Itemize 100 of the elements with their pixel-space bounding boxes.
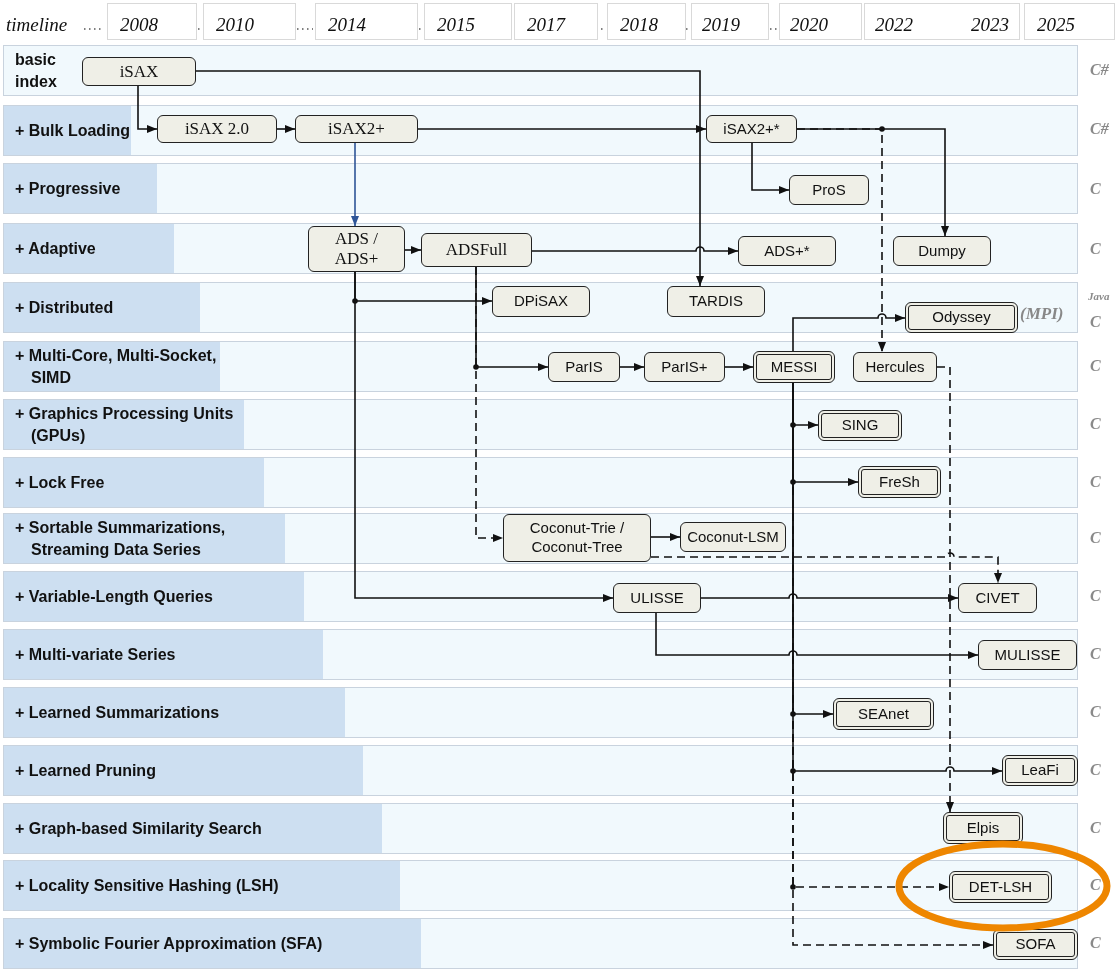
arrow bbox=[650, 533, 681, 541]
lane-band bbox=[3, 223, 1078, 274]
arrow bbox=[619, 363, 645, 371]
lane-title: + Graph-based Similarity Search bbox=[4, 804, 382, 853]
lane-title: + Locality Sensitive Hashing (LSH) bbox=[4, 861, 400, 910]
language-label: C bbox=[1090, 240, 1101, 258]
arrow bbox=[936, 366, 954, 813]
index-box: SING bbox=[818, 410, 902, 441]
lane-title: + Bulk Loading bbox=[4, 106, 131, 155]
language-label: C# bbox=[1090, 61, 1109, 79]
index-box: Coconut-Trie / Coconut-Tree bbox=[503, 514, 651, 562]
year-label: 2018 bbox=[620, 14, 658, 36]
year-label: 2008 bbox=[120, 14, 158, 36]
index-box: ULISSE bbox=[613, 583, 701, 613]
lane-band bbox=[3, 457, 1078, 508]
language-label: C bbox=[1090, 473, 1101, 491]
year-label: 2022 bbox=[875, 14, 913, 36]
arrow bbox=[195, 70, 704, 287]
index-box: CIVET bbox=[958, 583, 1037, 613]
index-box: ADS / ADS+ bbox=[308, 226, 405, 272]
lane-title: + Multi-variate Series bbox=[4, 630, 323, 679]
lane-title: + Graphics Processing Units (GPUs) bbox=[4, 400, 244, 449]
lane-band bbox=[3, 163, 1078, 214]
lane-band bbox=[3, 629, 1078, 680]
language-label: C bbox=[1090, 180, 1101, 198]
index-box: iSAX bbox=[82, 57, 196, 86]
lane-band bbox=[3, 803, 1078, 854]
language-label: C bbox=[1090, 529, 1101, 547]
language-label: C bbox=[1090, 313, 1101, 331]
lane-title: + Adaptive bbox=[4, 224, 174, 273]
index-box: iSAX2+ bbox=[295, 115, 418, 143]
arrow bbox=[724, 363, 754, 371]
index-box: ParIS bbox=[548, 352, 620, 382]
year-label: 2019 bbox=[702, 14, 740, 36]
lane-band bbox=[3, 513, 1078, 564]
language-label: C# bbox=[1090, 120, 1109, 138]
index-box: MULISSE bbox=[978, 640, 1077, 670]
year-label: 2014 bbox=[328, 14, 366, 36]
index-box: Elpis bbox=[943, 812, 1023, 844]
index-box: DPiSAX bbox=[492, 286, 590, 317]
arrow bbox=[655, 612, 979, 659]
index-box: iSAX 2.0 bbox=[157, 115, 277, 143]
index-box: Hercules bbox=[853, 352, 937, 382]
year-label: 2023 bbox=[971, 14, 1009, 36]
language-label: C bbox=[1090, 415, 1101, 433]
index-box: iSAX2+* bbox=[706, 115, 797, 143]
lane-title: + Progressive bbox=[4, 164, 157, 213]
index-box: FreSh bbox=[858, 466, 941, 498]
arrow bbox=[276, 125, 296, 133]
arrow bbox=[751, 142, 790, 194]
lane-title: + Symbolic Fourier Approximation (SFA) bbox=[4, 919, 421, 968]
year-label: 2020 bbox=[790, 14, 828, 36]
index-box: DET-LSH bbox=[949, 871, 1052, 903]
lane-band bbox=[3, 341, 1078, 392]
index-box: ParIS+ bbox=[644, 352, 725, 382]
arrow bbox=[351, 142, 359, 227]
index-box: SOFA bbox=[993, 929, 1078, 960]
arrow bbox=[475, 266, 504, 542]
index-box: LeaFi bbox=[1002, 755, 1078, 786]
index-box: Odyssey bbox=[905, 302, 1018, 333]
language-label: C bbox=[1090, 587, 1101, 605]
arrow bbox=[700, 593, 959, 602]
language-label: C bbox=[1090, 934, 1101, 952]
arrow bbox=[137, 85, 158, 133]
lane-title: + Learned Summarizations bbox=[4, 688, 345, 737]
lane-title: + Multi-Core, Multi-Socket, SIMD bbox=[4, 342, 220, 391]
index-box: Coconut-LSM bbox=[680, 522, 786, 552]
lane-band bbox=[3, 745, 1078, 796]
lane-band bbox=[3, 687, 1078, 738]
language-label: C bbox=[1090, 819, 1101, 837]
lane-title: + Distributed bbox=[4, 283, 200, 332]
arrow bbox=[531, 246, 739, 255]
lane-band bbox=[3, 105, 1078, 156]
index-box: ProS bbox=[789, 175, 869, 205]
platform-note: (MPI) bbox=[1020, 304, 1064, 324]
index-box: TARDIS bbox=[667, 286, 765, 317]
language-label: C bbox=[1090, 645, 1101, 663]
index-box: Dumpy bbox=[893, 236, 991, 266]
index-box: SEAnet bbox=[833, 698, 934, 730]
arrow bbox=[404, 246, 422, 254]
lane-band bbox=[3, 860, 1078, 911]
arrow bbox=[650, 552, 1002, 584]
lane-title: + Learned Pruning bbox=[4, 746, 363, 795]
language-label: C bbox=[1090, 876, 1101, 894]
arrow bbox=[417, 125, 707, 133]
lane-band bbox=[3, 918, 1078, 969]
language-label: C bbox=[1090, 703, 1101, 721]
year-label: 2015 bbox=[437, 14, 475, 36]
lane-band bbox=[3, 45, 1078, 96]
lane-title: basic index bbox=[14, 49, 58, 92]
lane-title: + Variable-Length Queries bbox=[4, 572, 304, 621]
lane-band bbox=[3, 399, 1078, 450]
year-label: 2010 bbox=[216, 14, 254, 36]
lane-title: + Lock Free bbox=[4, 458, 264, 507]
arrow bbox=[792, 313, 906, 352]
language-label: Java bbox=[1088, 290, 1110, 302]
timeline-label: timeline bbox=[6, 14, 68, 36]
index-box: ADS+* bbox=[738, 236, 836, 266]
lane-band bbox=[3, 571, 1078, 622]
year-label: 2017 bbox=[527, 14, 565, 36]
